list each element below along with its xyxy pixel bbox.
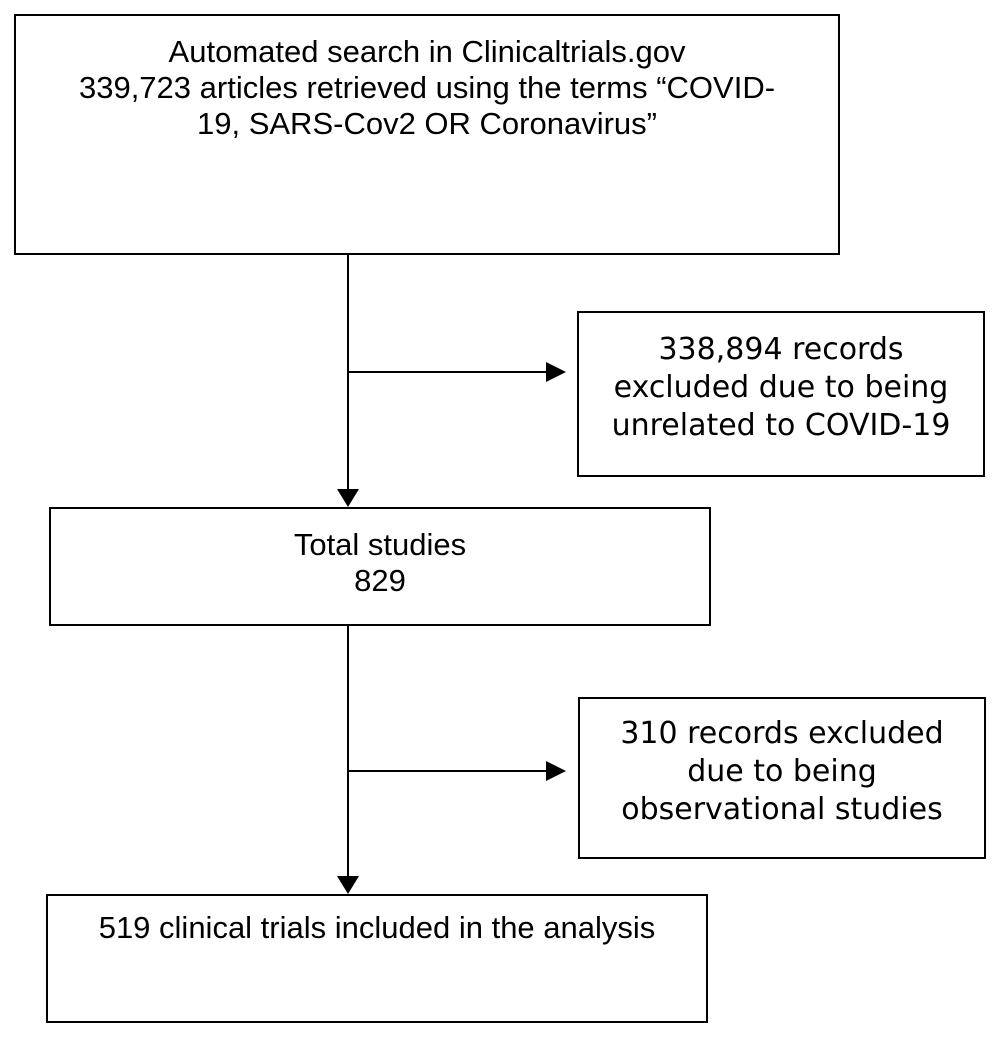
included-trials-box: 519 clinical trials included in the anal… [46, 894, 708, 1023]
exclusion-box-observational: 310 records excluded due to being observ… [578, 697, 986, 859]
total-label: Total studies [293, 527, 467, 562]
exclusion-1-line-2: excluded due to being [613, 370, 949, 405]
exclusion-box-unrelated: 338,894 records excluded due to being un… [577, 311, 985, 477]
search-line-3: 19, SARS-Cov2 OR Coronavirus” [197, 106, 657, 141]
arrowhead-to-exclusion-2 [546, 761, 566, 781]
exclusion-1-line-1: 338,894 records [658, 332, 904, 367]
arrowhead-to-total [337, 489, 359, 507]
total-studies-box: Total studies 829 [49, 507, 711, 626]
arrowhead-to-final [337, 876, 359, 894]
total-count: 829 [354, 563, 406, 598]
exclusion-2-line-3: observational studies [621, 792, 943, 827]
search-line-2: 339,723 articles retrieved using the ter… [78, 70, 776, 105]
exclusion-1-line-3: unrelated to COVID-19 [611, 408, 951, 443]
search-line-1: Automated search in Clinicaltrials.gov [168, 34, 686, 69]
exclusion-2-line-2: due to being [687, 754, 877, 789]
final-line-1: 519 clinical trials included in the anal… [98, 910, 656, 945]
search-box: Automated search in Clinicaltrials.gov 3… [14, 14, 840, 255]
arrowhead-to-exclusion-1 [546, 362, 566, 382]
exclusion-2-line-1: 310 records excluded [620, 716, 944, 751]
